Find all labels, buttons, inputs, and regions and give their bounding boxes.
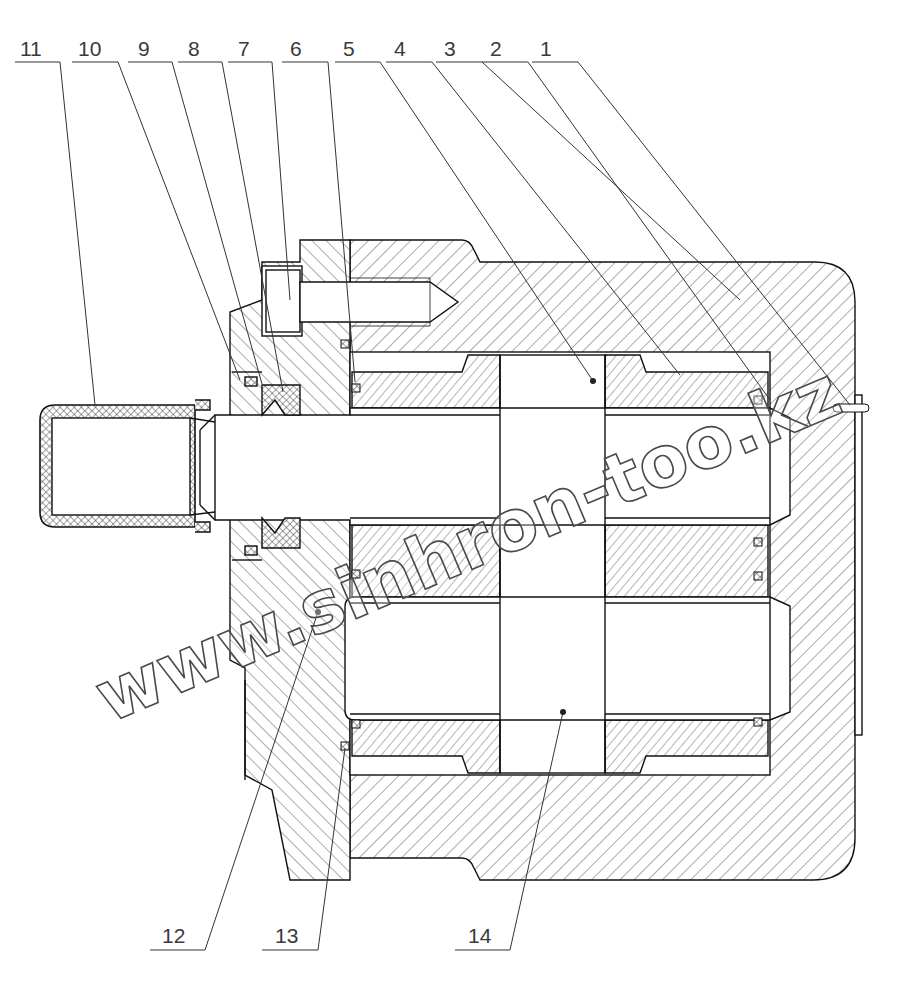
cap-bore <box>52 418 190 515</box>
callout-number: 1 <box>540 38 552 59</box>
bolt-head <box>266 270 300 332</box>
callout-number: 11 <box>20 38 42 59</box>
o-ring <box>352 384 360 392</box>
o-ring <box>352 720 360 728</box>
seal-bore <box>232 559 262 560</box>
leader-line <box>72 62 240 380</box>
front-cover <box>230 240 350 880</box>
callout-number: 3 <box>444 38 456 59</box>
driven-shaft <box>345 597 790 720</box>
o-ring <box>754 572 762 580</box>
callout-number: 2 <box>490 38 502 59</box>
watermark: www.sinhron-too.kz <box>86 356 850 734</box>
callout-number: 14 <box>468 925 491 946</box>
shaft-step <box>200 415 215 520</box>
thread-line <box>350 326 430 327</box>
leader-line <box>282 62 355 382</box>
o-ring <box>341 340 349 348</box>
bolt-shank <box>300 282 458 322</box>
leader-line <box>436 62 740 300</box>
callout-number: 6 <box>290 38 302 59</box>
leader-line <box>15 62 95 405</box>
thread-end <box>430 278 431 326</box>
leader-line <box>455 712 563 950</box>
bushing <box>605 720 768 773</box>
shaft-edge <box>769 597 770 720</box>
sleeve-line <box>605 517 770 518</box>
counterbore <box>262 266 302 336</box>
callout-number: 12 <box>162 925 185 946</box>
o-ring <box>754 538 762 546</box>
callout-number: 13 <box>275 925 298 946</box>
thread-line <box>350 278 430 279</box>
leader-line <box>262 748 345 950</box>
bushing <box>352 355 500 408</box>
lip-seal <box>262 385 300 415</box>
retaining-ring <box>245 546 257 555</box>
leader-line <box>532 62 850 405</box>
leader-line <box>482 62 770 400</box>
o-ring <box>754 718 762 726</box>
gear-face <box>604 355 605 773</box>
leader-dot <box>590 378 596 384</box>
leader-line <box>128 62 262 384</box>
bushing <box>352 720 500 773</box>
leader-line <box>335 62 593 381</box>
sleeve-line <box>350 414 500 415</box>
retaining-ring <box>245 377 257 386</box>
end-plate <box>855 395 862 735</box>
sleeve-line <box>605 602 770 603</box>
lip-seal <box>262 518 300 548</box>
leader-dot <box>560 709 566 715</box>
protective-cap <box>40 405 195 527</box>
callout-number: 4 <box>394 38 406 59</box>
bushing <box>605 525 768 597</box>
cap-taper <box>190 418 215 515</box>
pilot-line <box>244 680 245 780</box>
callout-number: 8 <box>188 38 200 59</box>
leader-lines <box>15 62 850 950</box>
callout-number: 5 <box>343 38 355 59</box>
callout-number: 10 <box>78 38 101 59</box>
sleeve-line <box>350 713 500 714</box>
leader-line <box>178 62 283 392</box>
section-geometry <box>40 240 869 880</box>
callout-number: 9 <box>138 38 150 59</box>
sleeve-line <box>605 713 770 714</box>
callout-number: 7 <box>238 38 250 59</box>
leader-line <box>228 62 290 300</box>
